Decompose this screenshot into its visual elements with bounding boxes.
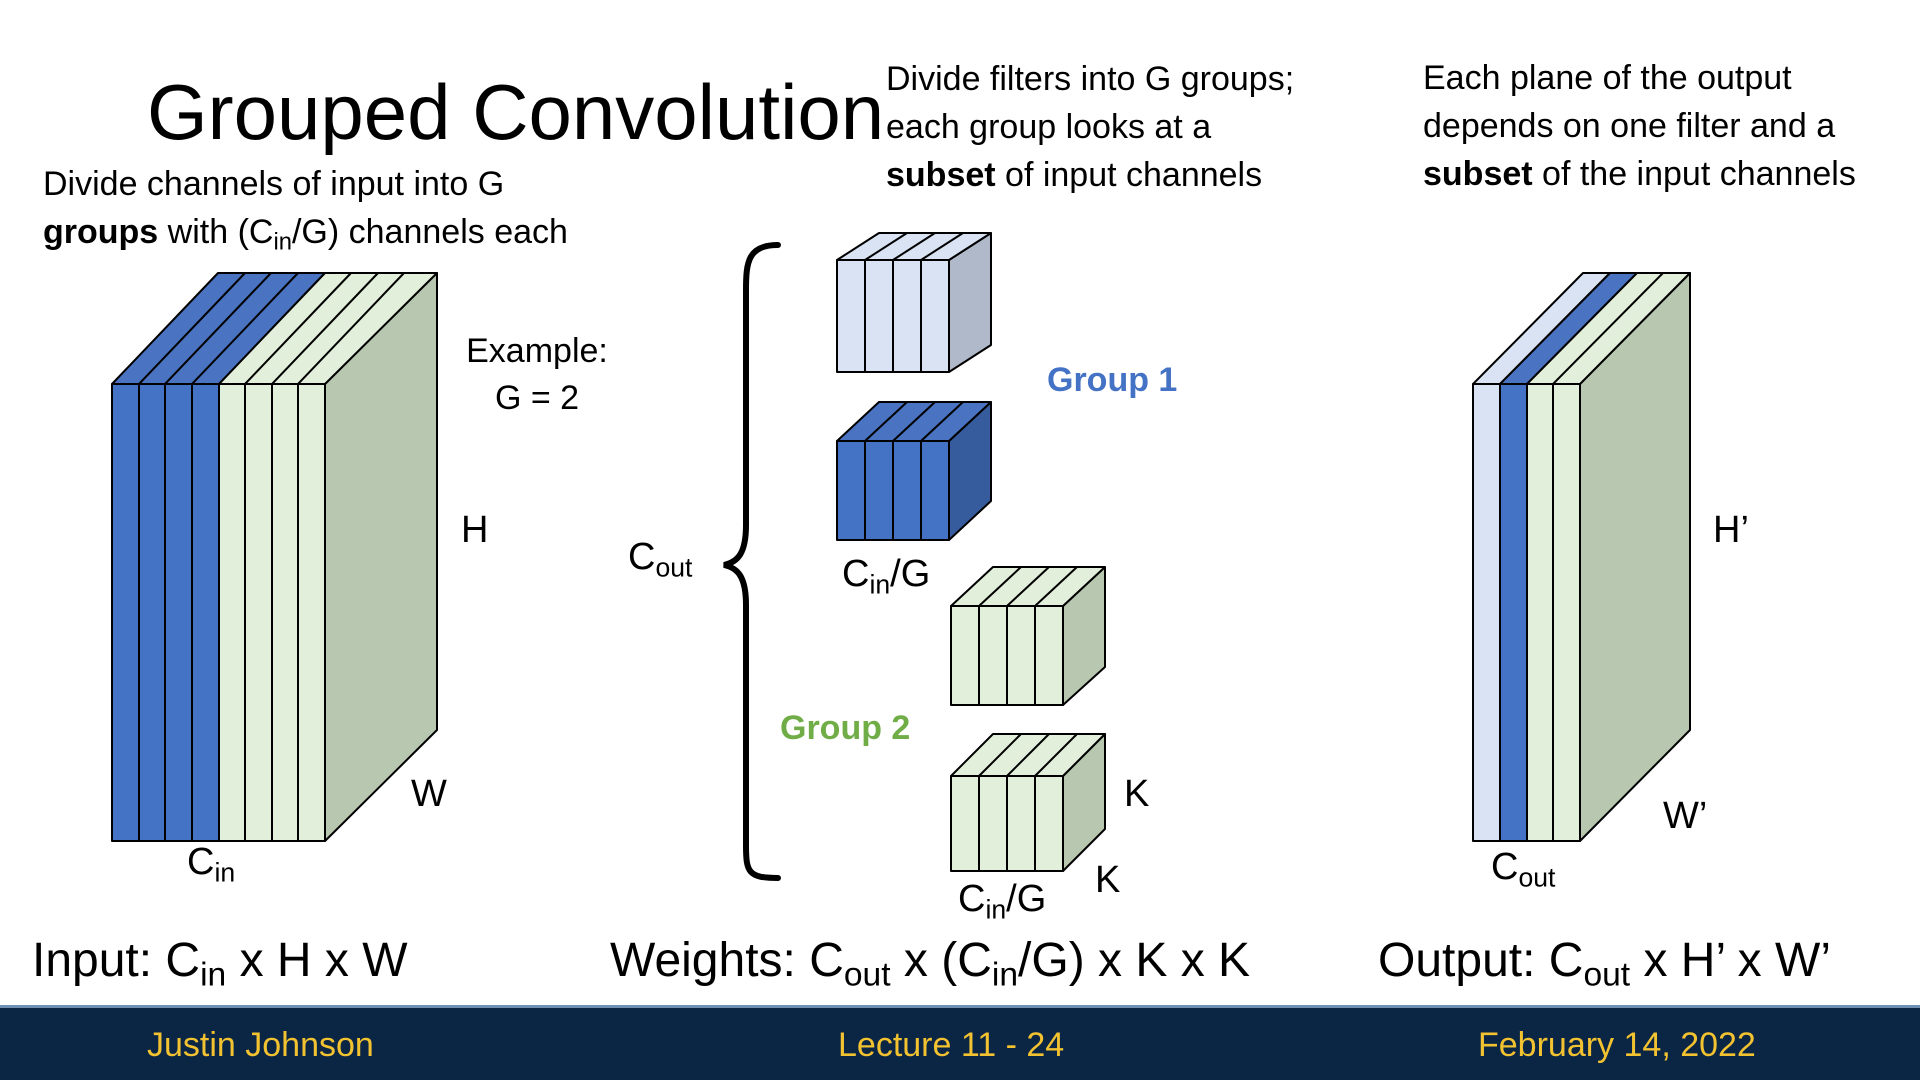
- filter-group1-b: [836, 401, 992, 541]
- middle-caption-line1: Divide filters into G groups;: [886, 60, 1295, 98]
- kernel-height-label: K: [1124, 773, 1150, 815]
- kernel-width-label: K: [1095, 859, 1121, 901]
- filter-depth-label: Cin/G: [842, 553, 931, 600]
- output-shape-label: Output: Cout x H’ x W’: [1378, 934, 1831, 994]
- cout-brace: [723, 242, 781, 881]
- footer-date: February 14, 2022: [1478, 1026, 1756, 1064]
- filter-depth-bottom-label: Cin/G: [958, 878, 1047, 925]
- output-tensor: [1472, 272, 1691, 842]
- slide-title: Grouped Convolution: [147, 68, 885, 156]
- example-label: Example: G = 2: [462, 328, 612, 422]
- footer-lecture: Lecture 11 - 24: [838, 1026, 1065, 1064]
- input-channel-7: [271, 383, 299, 842]
- input-channel-5: [218, 383, 246, 842]
- group2-label: Group 2: [780, 709, 911, 747]
- example-line1: Example:: [466, 332, 608, 370]
- input-channel-3: [164, 383, 193, 842]
- cout-brace-label: Cout: [628, 536, 693, 583]
- input-channels-label: Cin: [187, 841, 236, 888]
- weights-shape-label: Weights: Cout x (Cin/G) x K x K: [610, 934, 1251, 994]
- example-line2: G = 2: [494, 379, 580, 417]
- output-width-label: W’: [1663, 795, 1708, 837]
- filter-group2-b: [950, 733, 1106, 872]
- input-channel-8: [297, 383, 326, 842]
- footer-author: Justin Johnson: [147, 1026, 374, 1064]
- right-caption: Each plane of the output depends on one …: [1423, 54, 1856, 198]
- grouped-convolution-diagram: [111, 232, 1691, 881]
- middle-caption-line2: each group looks at a: [886, 108, 1212, 146]
- input-channel-1: [111, 383, 140, 842]
- right-caption-line2: depends on one filter and a: [1423, 107, 1836, 145]
- input-channel-6: [244, 383, 273, 842]
- input-shape-label: Input: Cin x H x W: [32, 934, 408, 994]
- middle-caption-line3: subset of input channels: [886, 156, 1263, 194]
- input-width-label: W: [411, 773, 447, 815]
- left-caption-line1: Divide channels of input into G: [43, 165, 505, 203]
- filter-group1-a: [836, 232, 992, 373]
- right-caption-line1: Each plane of the output: [1423, 59, 1792, 97]
- group1-label: Group 1: [1047, 361, 1178, 399]
- right-caption-line3: subset of the input channels: [1423, 155, 1856, 193]
- input-height-label: H: [461, 509, 489, 551]
- slide-footer: Justin Johnson Lecture 11 - 24 February …: [0, 1005, 1920, 1080]
- input-channel-4: [191, 383, 220, 842]
- output-channels-label: Cout: [1491, 846, 1556, 893]
- input-tensor: [111, 272, 438, 842]
- output-height-label: H’: [1713, 509, 1749, 551]
- left-caption-line2: groups with (Cin/G) channels each: [43, 213, 568, 256]
- filter-group2-a: [950, 566, 1106, 706]
- middle-caption: Divide filters into G groups; each group…: [886, 55, 1294, 199]
- input-channel-2: [138, 383, 166, 842]
- left-caption: Divide channels of input into G groups w…: [43, 160, 568, 256]
